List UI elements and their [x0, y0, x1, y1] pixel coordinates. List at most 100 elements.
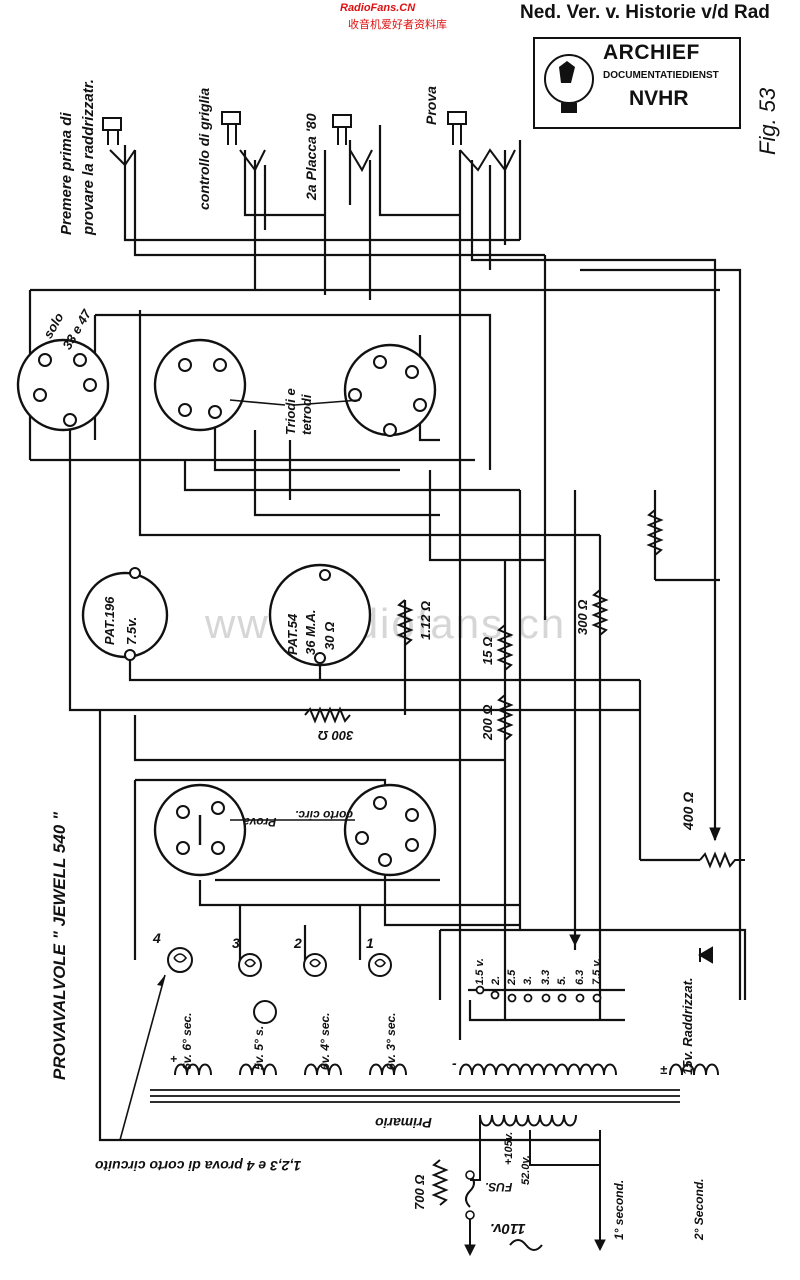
- tap-3-3: 3.3: [540, 969, 552, 985]
- prova-corto-label-2: corto circ.: [295, 808, 354, 822]
- wire: [183, 460, 520, 492]
- push-button-icon: [102, 117, 122, 131]
- r15-label: 15 Ω: [480, 636, 495, 665]
- lamp-4-label: 4: [153, 930, 161, 946]
- coil-5: [239, 1063, 277, 1076]
- placca-label: 2a Placca '80: [303, 113, 319, 200]
- wire: [198, 880, 520, 907]
- wire: [213, 420, 400, 472]
- wire: [378, 125, 460, 217]
- archive-stamp: ARCHIEF DOCUMENTATIEDIENST NVHR: [533, 37, 741, 129]
- premere-label-1: Premere prima di: [58, 112, 75, 235]
- triodi-label-2: tetrodi: [299, 394, 314, 435]
- lamp-5-icon: [253, 1000, 277, 1024]
- pat54-label-2: 36 M.A.: [303, 609, 318, 655]
- wire: [383, 875, 520, 927]
- socket-triodi-1: [153, 338, 247, 432]
- meter-pat54: [268, 563, 372, 667]
- stamp-line1: ARCHIEF: [603, 41, 700, 64]
- winding-4-label: 6v. 4° sec.: [318, 1012, 332, 1070]
- push-button-icon: [332, 114, 352, 128]
- wire: [580, 268, 742, 1000]
- resistor-15: [496, 624, 514, 671]
- archive-header: Ned. Ver. v. Historie v/d Rad: [520, 2, 770, 23]
- resistor-700: [431, 1159, 449, 1206]
- r300b-label: 300 Ω: [575, 599, 590, 635]
- coil-primary: [479, 1114, 577, 1127]
- wire: [600, 258, 717, 840]
- wire: [468, 1000, 625, 1022]
- coil-raddr: [669, 1063, 719, 1076]
- controllo-label: controllo di griglia: [196, 87, 212, 210]
- coil-main: [459, 1063, 617, 1076]
- coil-4: [304, 1063, 342, 1076]
- ac-source-icon: [509, 1239, 543, 1251]
- t52-label: 52.0v.: [520, 1155, 532, 1185]
- resistor-300b: [591, 589, 609, 636]
- winding-3-label: 6v. 3° sec.: [384, 1012, 398, 1070]
- tap-3: 3.: [522, 975, 534, 985]
- switch-contact-icon: [107, 130, 136, 167]
- t105-label: +105v.: [503, 1131, 515, 1165]
- wire: [133, 150, 545, 257]
- resistor-top: [646, 509, 664, 556]
- wire: [253, 430, 440, 517]
- note-text: 1,2,3 e 4 prova di corto circuito: [95, 1158, 302, 1174]
- wire: [95, 313, 492, 470]
- tap-1-5: 1.5 v.: [474, 958, 486, 985]
- wire: [128, 655, 405, 682]
- switch-contact-icon: [337, 127, 373, 173]
- wire: [428, 470, 545, 562]
- wire: [98, 710, 600, 1142]
- pat196-label-2: 7.5v.: [124, 616, 139, 645]
- wire: [470, 160, 600, 262]
- primario-label: Primario: [375, 1115, 432, 1131]
- r200-label: 200 Ω: [480, 704, 495, 740]
- wire: [68, 460, 640, 712]
- raddrizzat-label: 15v. Raddrizzat.: [680, 977, 695, 1075]
- pat196-label-1: PAT.196: [102, 596, 117, 645]
- lamp-1-label: 1: [366, 935, 374, 951]
- socket-prova-2: [343, 783, 437, 877]
- coil-6: [174, 1063, 212, 1076]
- site-logo-text: RadioFans.CN: [340, 2, 416, 14]
- wire: [123, 145, 520, 242]
- tap-7-5: 7.5 v.: [591, 958, 603, 985]
- resistor-300a: [304, 706, 351, 724]
- minus-sign: -: [452, 1055, 457, 1071]
- switch-contact-icon: [227, 124, 266, 172]
- r400-label: 400 Ω: [680, 791, 696, 830]
- lamp-3-label: 3: [232, 935, 240, 951]
- triodi-label-1: Triodi e: [283, 388, 298, 435]
- coil-3: [369, 1063, 407, 1076]
- winding-6-label: 6v. 6° sec.: [180, 1012, 194, 1070]
- wire: [138, 450, 600, 537]
- site-subtitle: 收音机爱好者资料库: [348, 18, 447, 31]
- note-arrow: [119, 974, 166, 1141]
- tap-6-3: 6.3: [574, 969, 586, 985]
- prova-corto-label-1: Prova: [243, 815, 277, 829]
- rectifier-icon: [698, 946, 713, 964]
- wire: [243, 150, 325, 217]
- resistor-400: [699, 851, 745, 869]
- tap-5: 5.: [556, 975, 568, 985]
- figure-label: Fig. 53: [755, 87, 780, 155]
- fuse-label: FUS.: [485, 1180, 513, 1194]
- pat54-label-3: 30 Ω: [322, 621, 337, 650]
- plus-sign: +: [170, 1052, 178, 1066]
- stamp-line2: DOCUMENTATIEDIENST: [603, 70, 719, 81]
- wire: [133, 715, 505, 762]
- archive-logo-icon: [544, 54, 594, 113]
- lamp-2-label: 2: [294, 935, 302, 951]
- sec2-label: 2° Second.: [692, 1178, 706, 1240]
- v110-label: 110v.: [490, 1220, 526, 1237]
- arrow-icon: [709, 827, 721, 842]
- r700-label: 700 Ω: [412, 1174, 427, 1210]
- resistor-200: [496, 694, 514, 741]
- plusminus-sign: ±: [660, 1062, 668, 1077]
- sec1-label: 1° second.: [612, 1179, 626, 1240]
- transformer-core: [150, 1089, 680, 1103]
- diagram-title: PROVAVALVOLE " JEWELL 540 ": [50, 811, 69, 1080]
- wire: [440, 928, 747, 1000]
